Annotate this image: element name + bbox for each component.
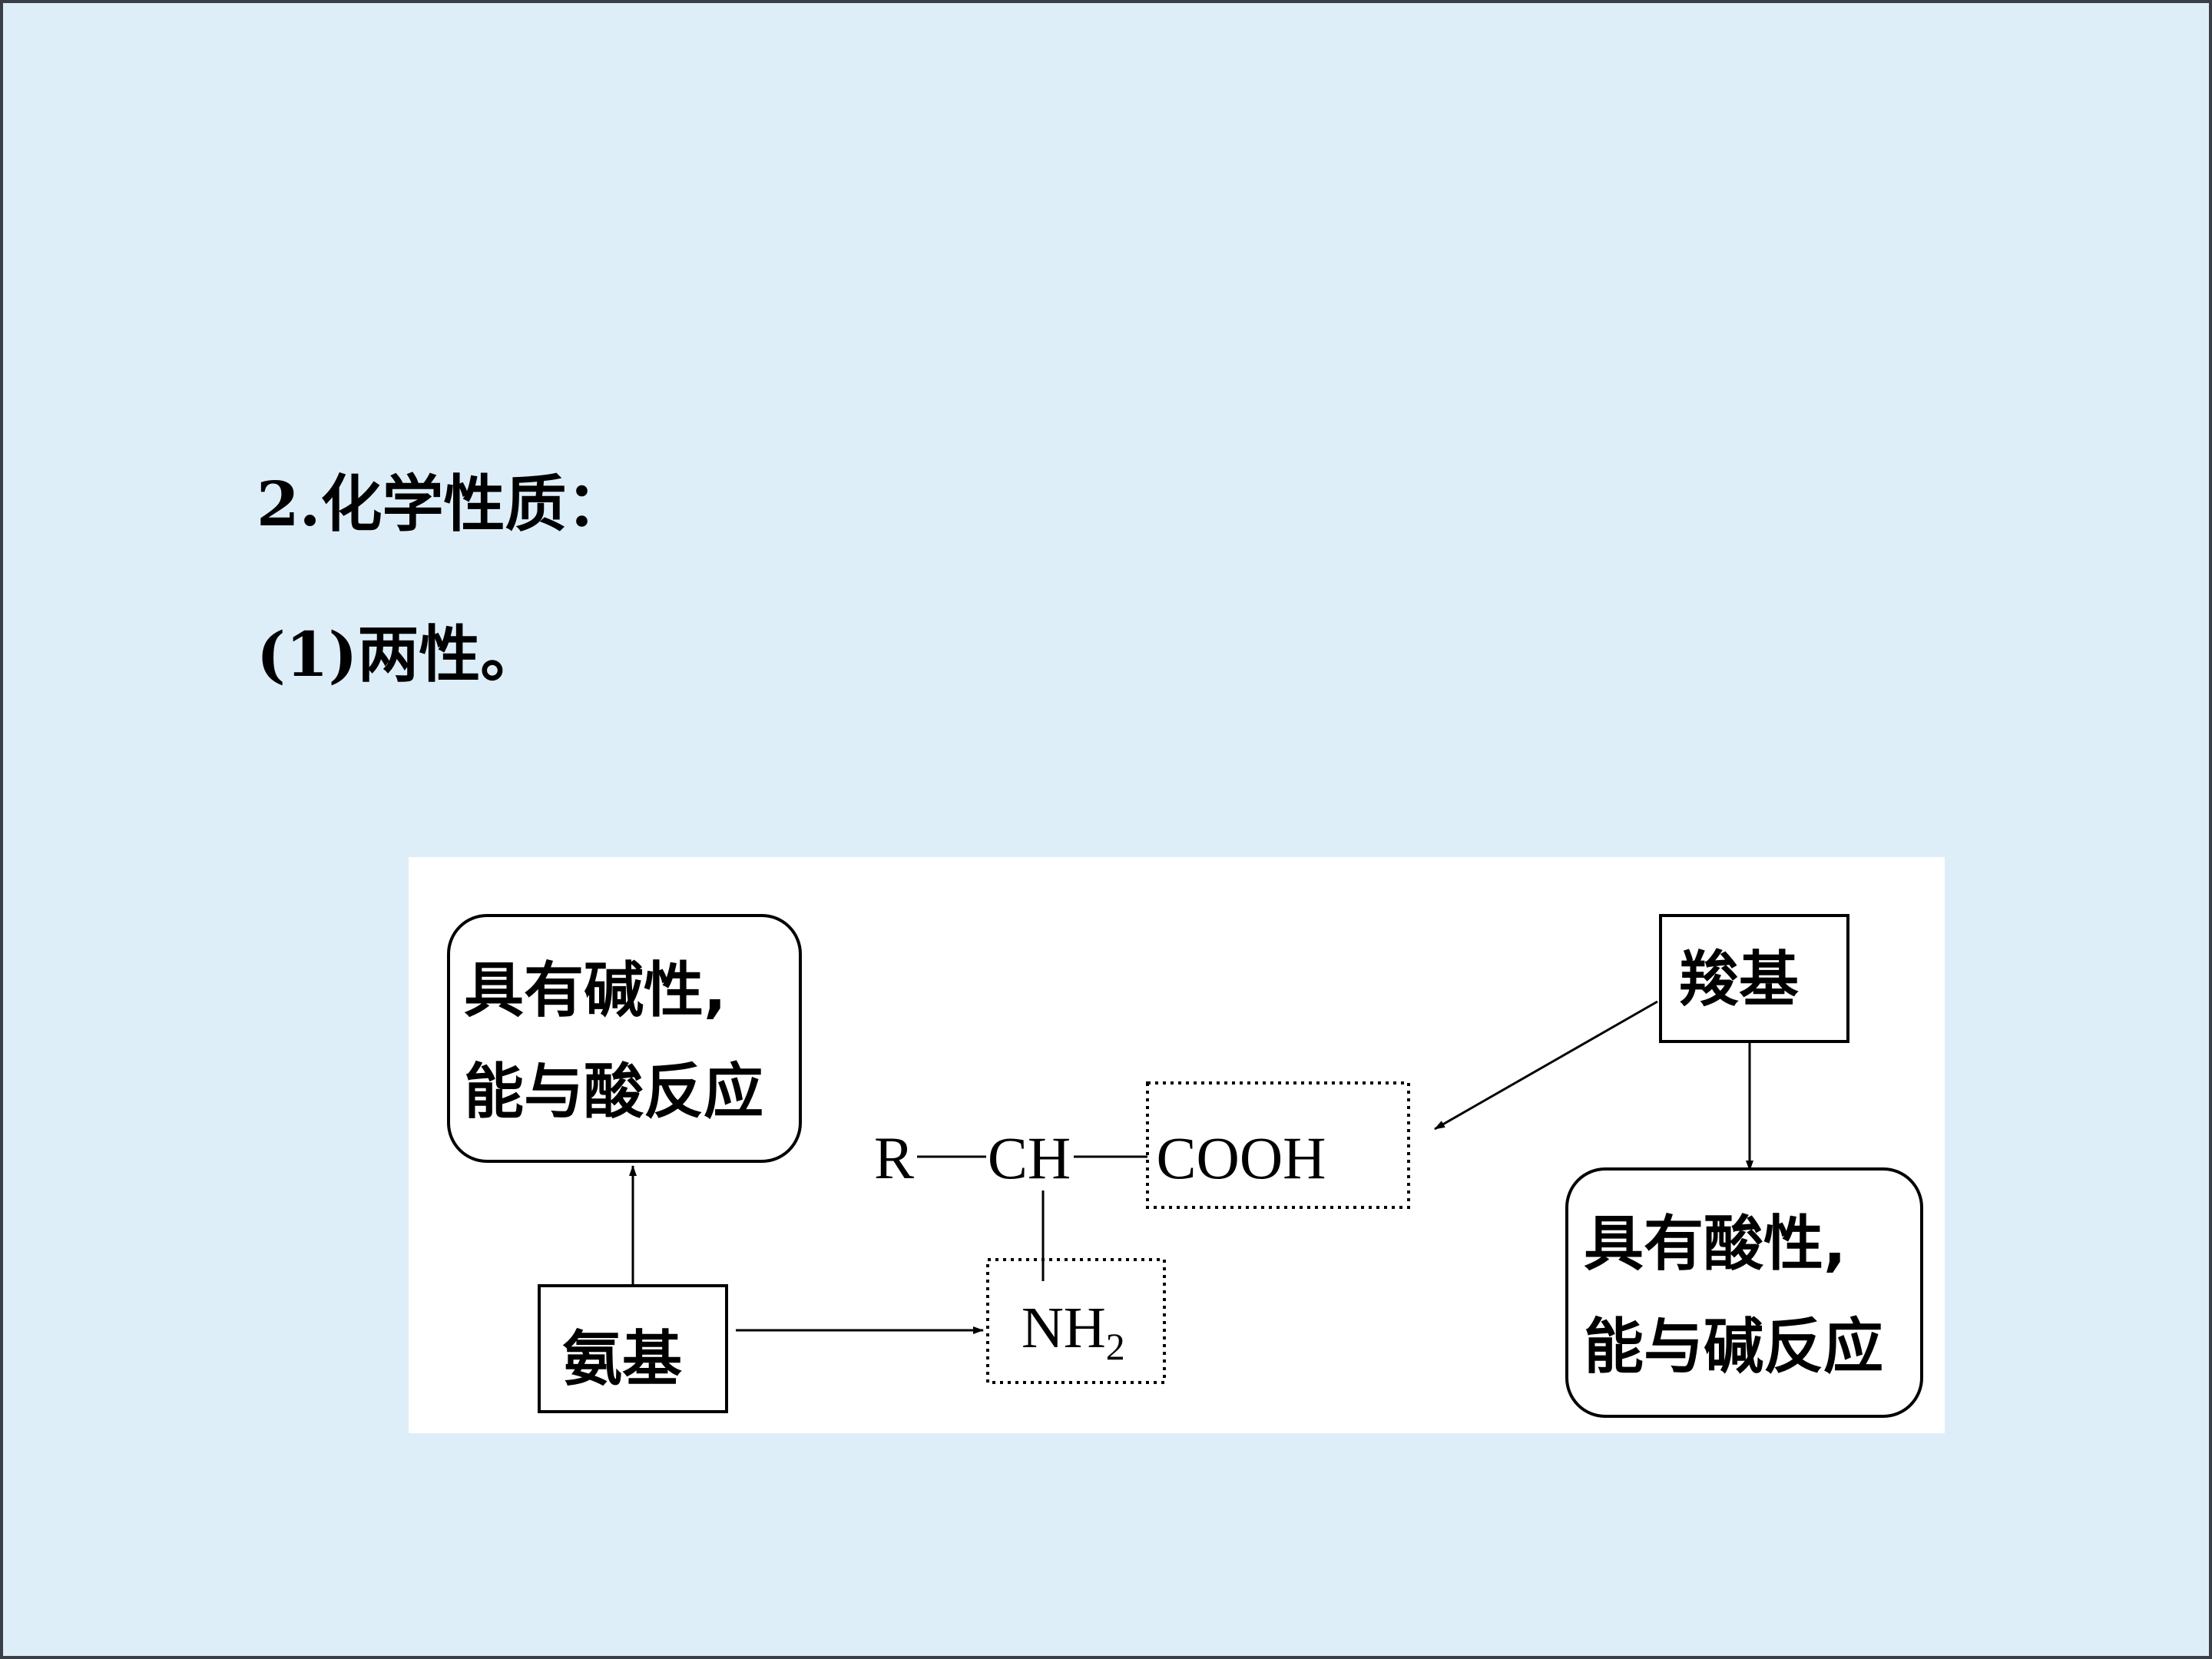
acidic-property-line1: 具有酸性, xyxy=(1584,1210,1846,1279)
subsection-heading: (1)两性。 xyxy=(257,618,542,690)
formula-r: R xyxy=(874,1124,914,1191)
basic-property-line2: 能与酸反应 xyxy=(464,1058,763,1127)
carboxyl-group-label: 羧基 xyxy=(1679,945,1799,1015)
acidic-property-box xyxy=(1565,1167,1923,1418)
acidic-property-line2: 能与碱反应 xyxy=(1584,1313,1883,1382)
formula-nh2-subscript: 2 xyxy=(1106,1325,1125,1368)
nh2-dotted-box xyxy=(986,1258,1166,1384)
amino-acid-diagram: 具有碱性, 能与酸反应 氨基 R CH COOH xyxy=(409,857,1945,1433)
formula-ch: CH xyxy=(988,1124,1071,1191)
amino-group-box xyxy=(538,1284,728,1413)
amino-group-label: 氨基 xyxy=(562,1325,682,1394)
section-heading: 2.化学性质： xyxy=(257,468,628,540)
arrow-carboxyl-to-cooh xyxy=(1434,1000,1658,1131)
cooh-real-box xyxy=(1146,1081,1410,1209)
basic-property-box xyxy=(447,914,802,1163)
basic-property-line1: 具有碱性, xyxy=(464,956,727,1025)
carboxyl-group-box xyxy=(1659,914,1849,1043)
formula-nh2: NH2 xyxy=(1022,1296,1125,1368)
formula-cooh: COOH xyxy=(1156,1124,1326,1191)
